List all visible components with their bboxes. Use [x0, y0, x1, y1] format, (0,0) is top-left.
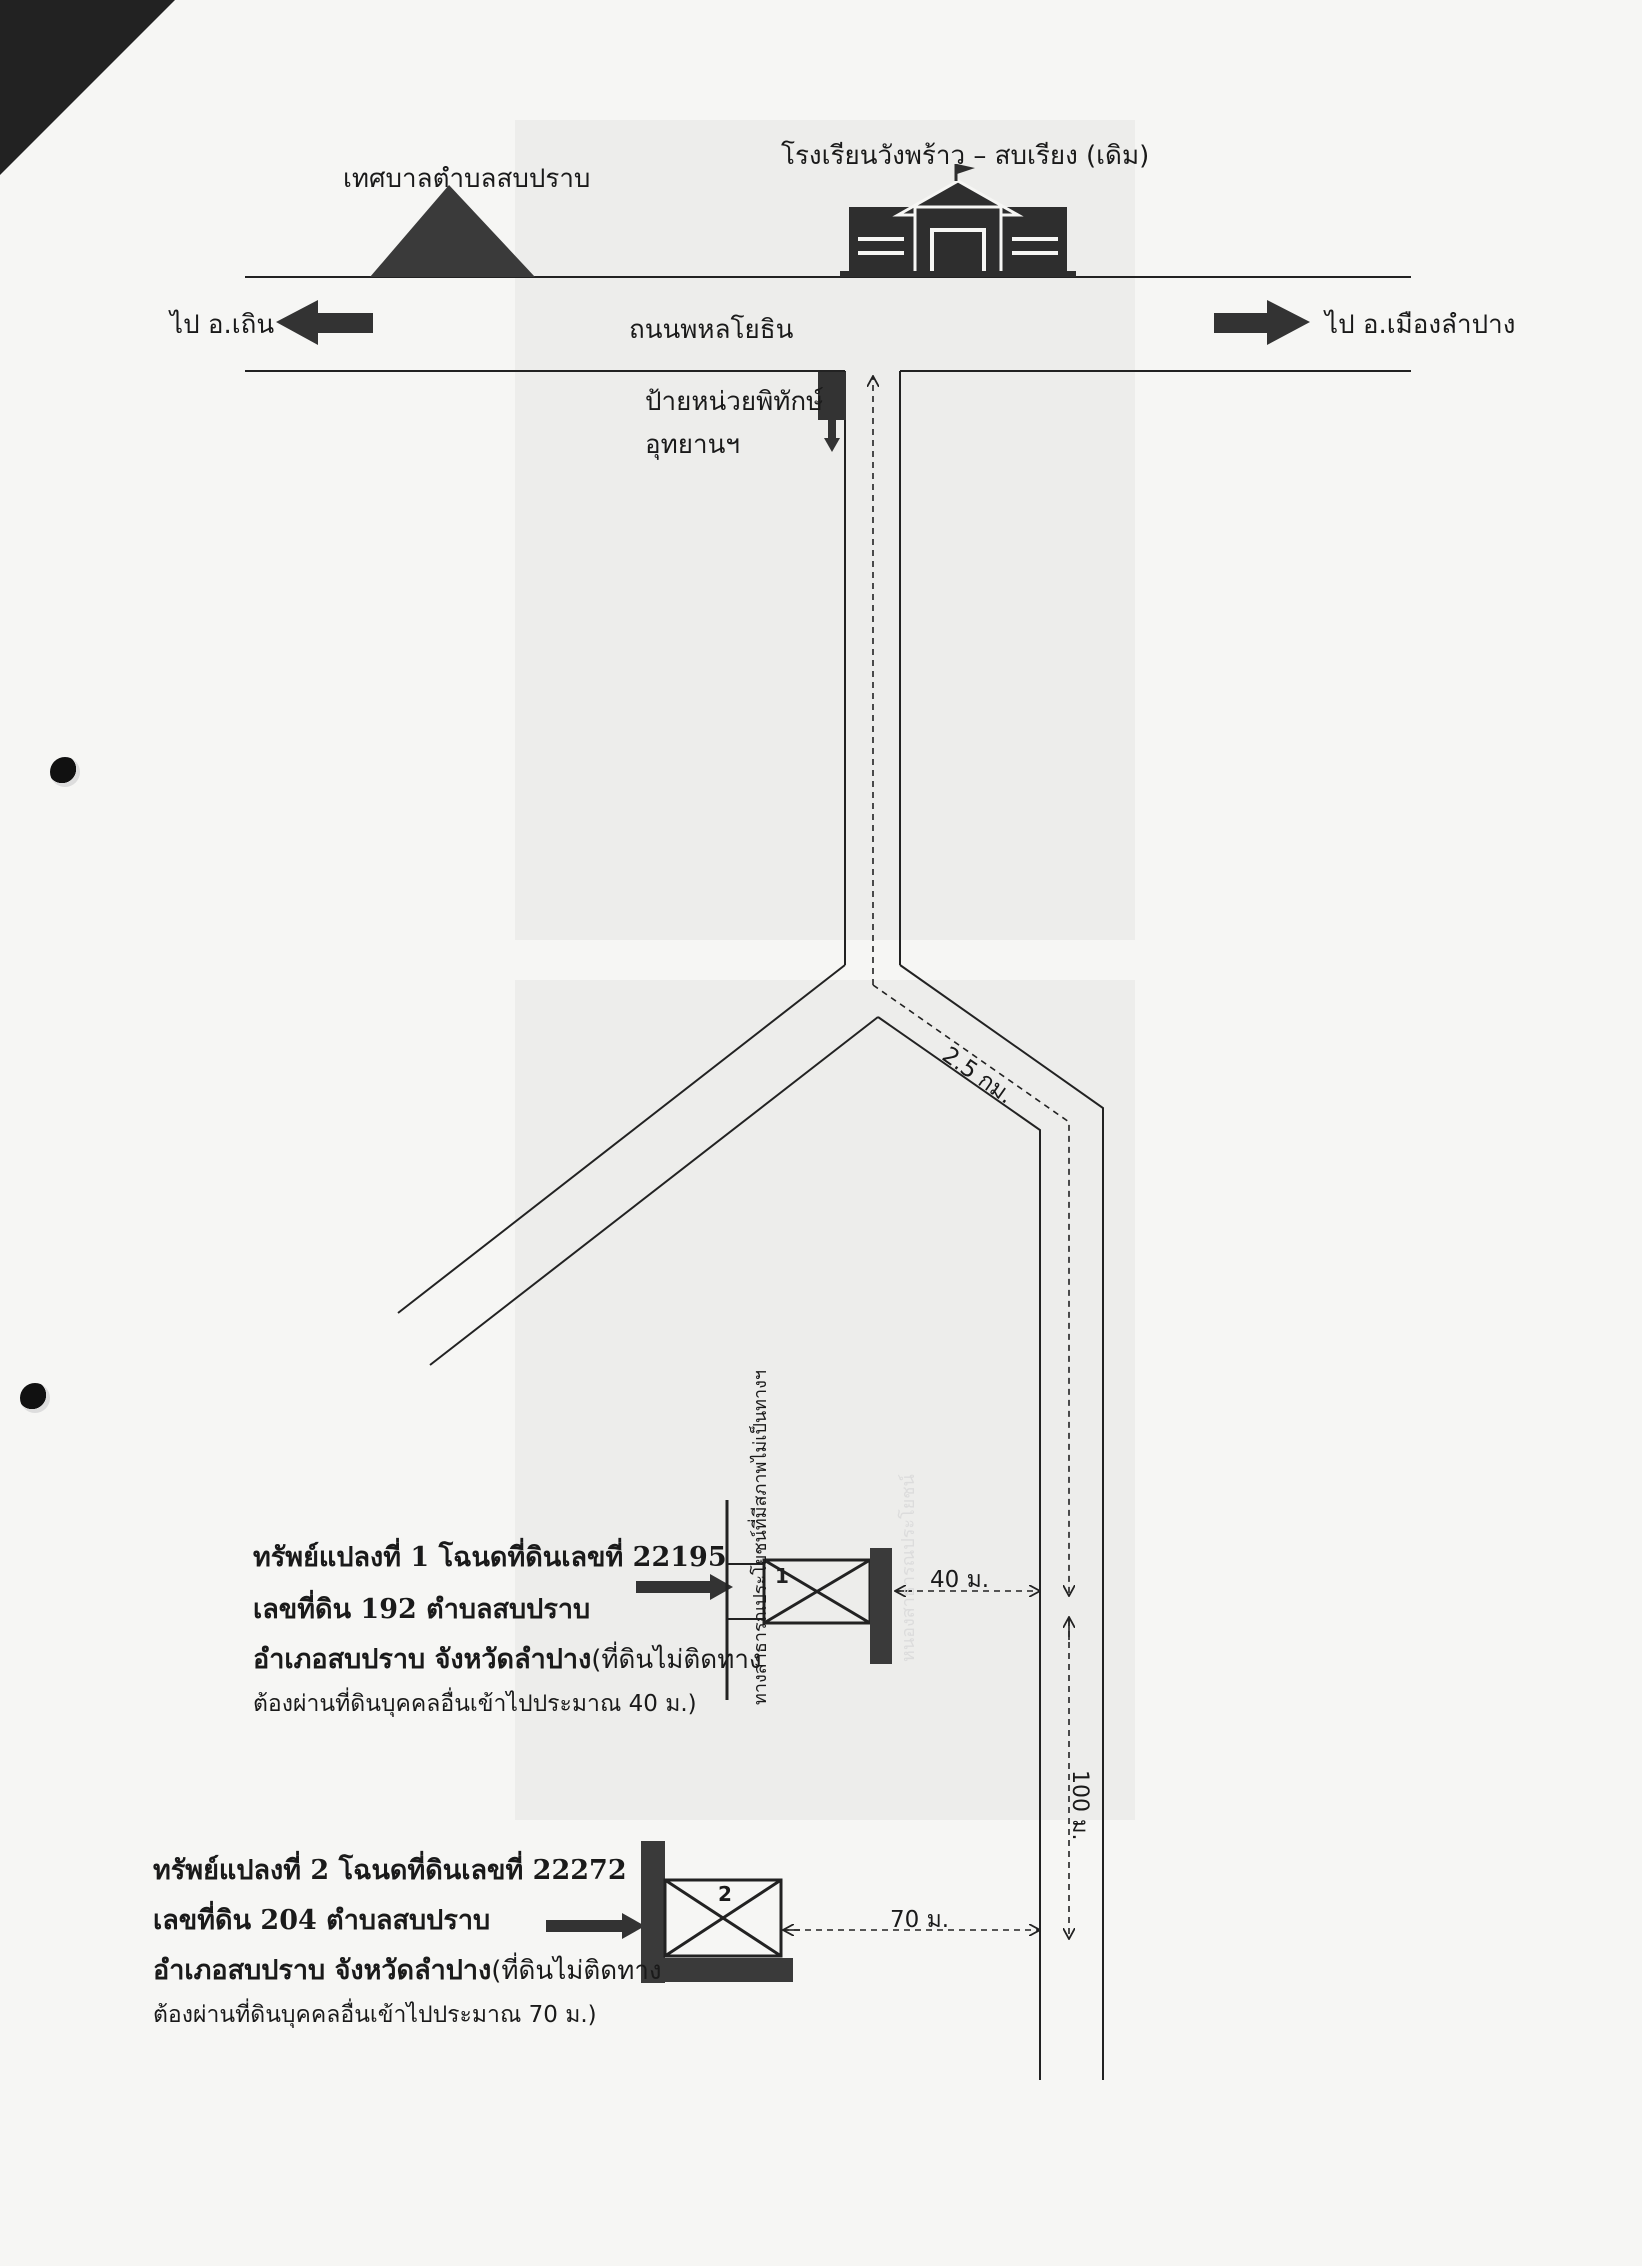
parcel1-land-number: เลขที่ดิน 192 ตำบลสบปราบ	[253, 1594, 591, 1625]
parcel1-pond-label: หนองสาธารณประโยชน์	[898, 1474, 919, 1662]
parcel2-location: อำเภอสบปราบ จังหวัดลำปาง(ที่ดินไม่ติดทาง	[153, 1955, 662, 1986]
parcel1-number: 1	[775, 1564, 789, 1588]
left-branch-upper-edge	[397, 964, 846, 1314]
to-lampang-label: ไป อ.เมืองลำปาง	[1325, 310, 1516, 340]
arrow-left-icon	[276, 300, 373, 345]
parcel1-pointer-arrow-icon	[636, 1574, 733, 1600]
parcel1-location: อำเภอสบปราบ จังหวัดลำปาง(ที่ดินไม่ติดทาง	[253, 1644, 762, 1675]
parcel2-land-number: เลขที่ดิน 204 ตำบลสบปราบ	[153, 1905, 491, 1936]
route-dashed-diagonal	[872, 984, 1069, 1595]
municipality-icon	[370, 185, 535, 277]
school-building-icon	[840, 164, 1076, 277]
distance-100m-label: 100 ม.	[1067, 1770, 1092, 1841]
arrow-right-icon	[1214, 300, 1310, 345]
distance-40m-label: 40 ม.	[930, 1567, 990, 1593]
punch-hole-icon	[50, 757, 80, 787]
parcel1-access-note: ต้องผ่านที่ดินบุคคลอื่นเข้าไปประมาณ 40 ม…	[253, 1691, 697, 1717]
park-sign-label-line1: ป้ายหน่วยพิทักษ์	[645, 387, 824, 417]
scan-corner-shadow	[0, 0, 175, 175]
distance-70m-label: 70 ม.	[890, 1907, 950, 1933]
parcel1-plot	[725, 1500, 892, 1700]
parcel2-access-note: ต้องผ่านที่ดินบุคคลอื่นเข้าไปประมาณ 70 ม…	[153, 2002, 597, 2028]
municipality-label: เทศบาลตำบลสบปราบ	[343, 164, 591, 194]
school-label: โรงเรียนวังพร้าว – สบเรียง (เดิม)	[781, 141, 1150, 171]
right-branch-outer-edge	[899, 964, 1104, 2080]
park-sign-label-line2: อุทยานฯ	[645, 430, 740, 460]
road-name-label: ถนนพหลโยธิน	[629, 315, 794, 345]
to-thoen-label: ไป อ.เถิน	[170, 310, 275, 340]
parcel2-title: ทรัพย์แปลงที่ 2 โฉนดที่ดินเลขที่ 22272	[153, 1855, 627, 1886]
punch-hole-icon	[20, 1383, 50, 1413]
parcel2-plot	[641, 1841, 793, 1983]
parcel2-pointer-arrow-icon	[546, 1913, 645, 1939]
parcel2-number: 2	[718, 1882, 732, 1906]
right-branch-inner-edge	[877, 1016, 1041, 2080]
left-branch-lower-edge	[429, 1016, 879, 1366]
parcel1-title: ทรัพย์แปลงที่ 1 โฉนดที่ดินเลขที่ 22195	[253, 1542, 727, 1573]
park-sign-icon	[818, 372, 846, 452]
